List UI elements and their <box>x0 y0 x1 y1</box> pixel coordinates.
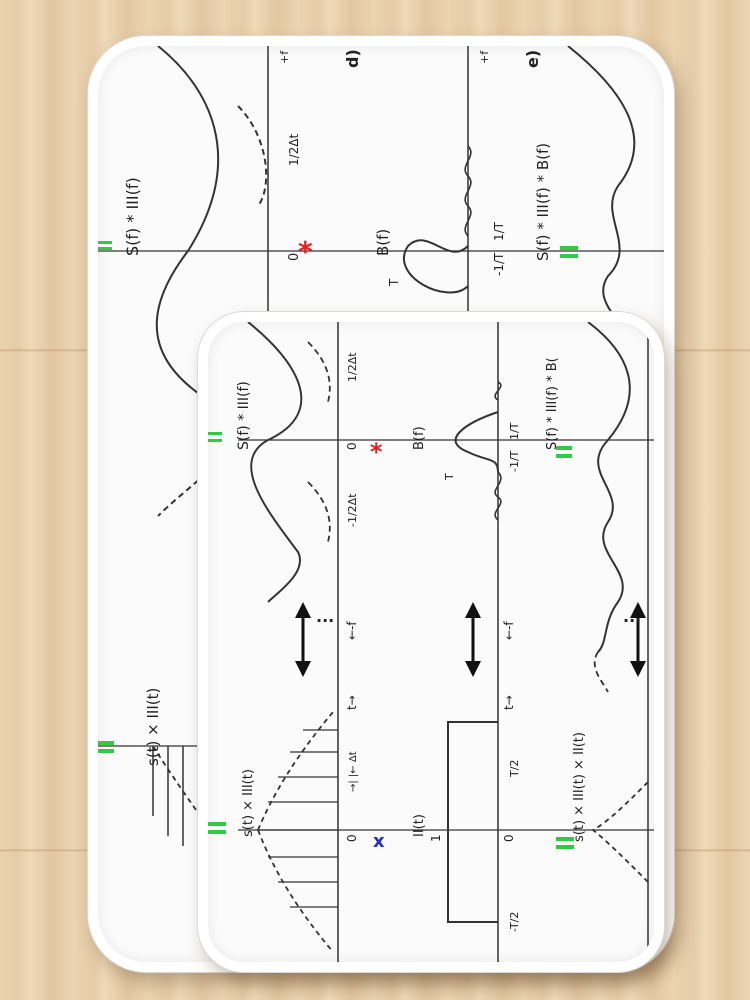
small-tick-minus-1-T: -1/T <box>508 450 521 472</box>
small-arrow-minus-f-2: ←-f <box>502 621 516 640</box>
small-mat-print: S(f) * III(f) B(f) S(f) * III(f) * B( s(… <box>208 322 654 962</box>
small-arrow-minus-f-1: ←-f <box>345 621 359 640</box>
small-label-s-III: s(t) × III(t) <box>241 769 256 837</box>
small-tick-T: T <box>443 473 456 481</box>
small-label-s-III-II: s(t) × III(t) × II(t) <box>572 732 587 842</box>
large-equals-1 <box>98 241 112 250</box>
large-tick-zero: 0 <box>287 253 302 261</box>
large-panel-d: d) <box>343 49 362 68</box>
large-label-S-III: S(f) * III(f) <box>123 177 142 256</box>
small-tick-zero-2: 0 <box>345 834 359 842</box>
double-arrow-2 <box>465 602 481 677</box>
small-dt-marker: →| |← Δt <box>348 751 359 792</box>
small-label-B: B(f) <box>412 426 427 450</box>
small-equals-3 <box>556 446 572 458</box>
large-tick-minus-1-T: -1/T <box>492 252 506 276</box>
small-tick-1: 1 <box>429 834 443 842</box>
large-equals-3 <box>560 246 578 258</box>
large-label-B: B(f) <box>374 229 392 256</box>
small-equals-4 <box>556 837 574 849</box>
small-tick-1-T: 1/T <box>508 422 521 440</box>
small-tick-half-dt: 1/2Δt <box>346 352 359 382</box>
small-tick-zero-1: 0 <box>345 442 359 450</box>
large-tick-1-T: 1/T <box>492 221 506 241</box>
small-dots-2: ... <box>623 607 641 626</box>
large-label-s-III: s(t) × III(t) <box>144 688 162 766</box>
small-tick-minus-half-dt: -1/2Δt <box>346 493 359 527</box>
small-label-II: II(t) <box>412 814 427 837</box>
small-arrow-t-1: t→ <box>345 695 359 710</box>
small-multiply-x: x <box>373 831 385 852</box>
double-arrow-1 <box>295 602 311 677</box>
large-tick-half-dt: 1/2Δt <box>287 133 301 166</box>
small-tick-minus-half-T: -T/2 <box>508 912 521 932</box>
small-tick-zero-3: 0 <box>502 834 516 842</box>
small-bath-mat: S(f) * III(f) B(f) S(f) * III(f) * B( s(… <box>198 312 664 972</box>
large-plus-f-1: +f <box>278 50 291 64</box>
large-convolve-star: * <box>298 235 313 268</box>
double-arrow-3 <box>630 602 646 677</box>
small-equals-1 <box>208 432 222 442</box>
small-dots-1: ... <box>316 607 334 626</box>
large-equals-2 <box>98 741 114 753</box>
small-convolve-star: * <box>370 438 383 466</box>
small-tick-half-T: T/2 <box>508 760 521 778</box>
large-plus-f-2: +f <box>478 50 491 64</box>
large-panel-e: e) <box>523 50 542 68</box>
small-label-S-III-B: S(f) * III(f) * B( <box>545 357 560 450</box>
large-tick-T: T <box>387 278 401 287</box>
small-arrow-t-2: t→ <box>502 695 516 710</box>
large-label-S-III-B: S(f) * III(f) * B(f) <box>534 143 552 261</box>
small-equals-2 <box>208 822 226 834</box>
small-label-S-III: S(f) * III(f) <box>236 381 252 450</box>
